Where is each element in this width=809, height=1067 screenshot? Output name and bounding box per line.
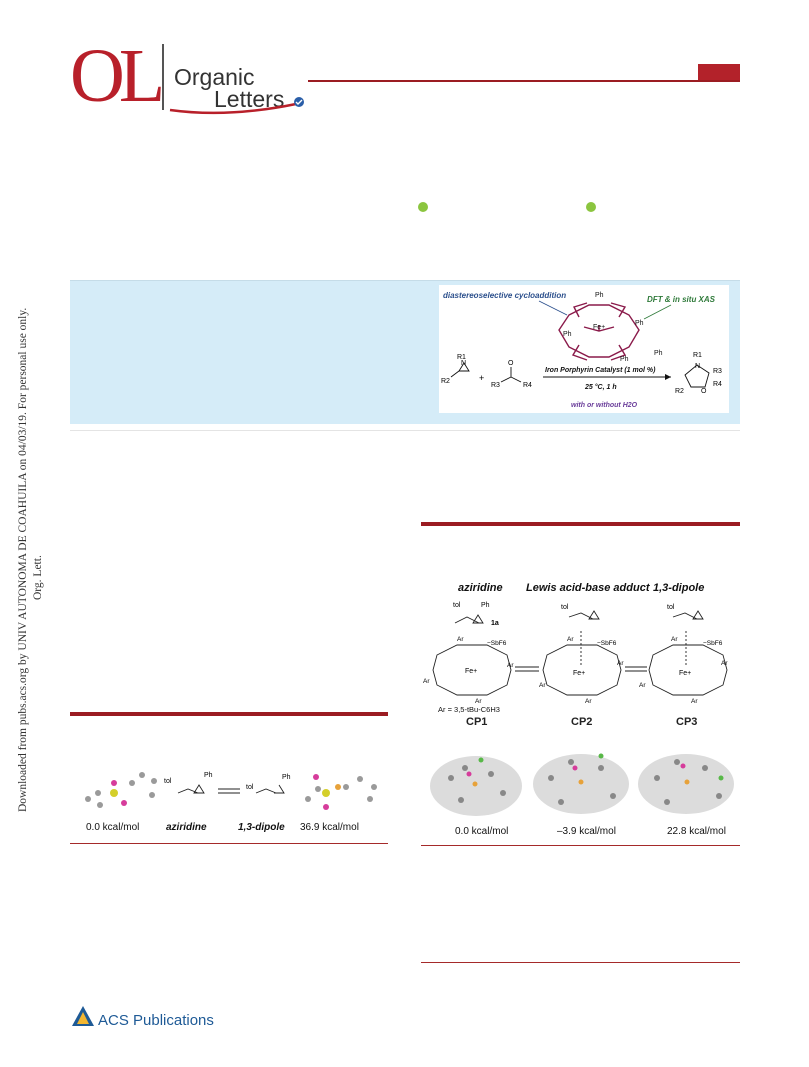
toc-label-right: DFT & in situ XAS — [647, 295, 716, 304]
header-rule — [308, 80, 740, 82]
porphyrin-icon — [558, 302, 640, 361]
product-n: N — [695, 363, 700, 370]
abstract-divider — [70, 430, 740, 431]
fig2-bottom-rule — [421, 845, 740, 846]
fig2-tol-3: tol — [667, 604, 675, 611]
header-tab — [698, 64, 740, 80]
fig2-label-cp3: CP3 — [676, 716, 698, 728]
right-section-rule — [421, 522, 740, 526]
product-r2: R2 — [675, 388, 684, 395]
fig2-heading-aziridine: aziridine — [458, 582, 503, 594]
fig1-ph-2: Ph — [282, 774, 291, 781]
fig2-ar-1d: Ar — [475, 698, 482, 705]
journal-name-line1: Organic — [174, 64, 255, 90]
fig2-counterion-3: −SbF6 — [703, 640, 723, 647]
fig2-ar-definition: Ar = 3,5-tBu-C6H3 — [438, 705, 500, 714]
fig1-label-dipole: 1,3-dipole — [238, 822, 285, 833]
sidebar-citation: Org. Lett. — [32, 555, 44, 600]
fig1-tol-1: tol — [164, 778, 172, 785]
logo-swoosh-icon — [169, 97, 304, 115]
fig2-label-cp2: CP2 — [571, 716, 593, 728]
acs-logo-icon — [72, 1006, 94, 1026]
porphyrin-ph-top: Ph — [595, 292, 604, 299]
aziridine-r1: R1 — [457, 354, 466, 361]
porphyrin-fe: Fe+ — [593, 324, 605, 331]
condition-water: with or without H2O — [571, 402, 638, 409]
journal-name-line2: Letters — [214, 86, 285, 112]
fig2-ar-3d: Ar — [691, 698, 698, 705]
fig1-left-structure-icon — [110, 789, 118, 797]
fig2-ar-2a: Ar — [567, 636, 574, 643]
fig1-bottom-rule — [70, 843, 388, 844]
fig2-tol-2: tol — [561, 604, 569, 611]
fig2-ph-1: Ph — [481, 602, 490, 609]
product-r4: R4 — [713, 381, 722, 388]
fig2-3d-structures — [430, 753, 734, 816]
fig2-ar-3c: Ar — [721, 660, 728, 667]
fig1-tol-2: tol — [246, 784, 254, 791]
fig2-energy-cp2: –3.9 kcal/mol — [557, 826, 616, 837]
right-bottom-rule — [421, 962, 740, 963]
fig2-compound-1a: 1a — [491, 620, 499, 627]
fig2-heading-adduct: Lewis acid-base adduct — [526, 582, 650, 594]
aziridine-n: N — [461, 360, 466, 367]
logo-divider — [162, 44, 164, 110]
toc-graphic — [439, 285, 729, 413]
fig2-heading-dipole: 1,3-dipole — [653, 582, 705, 594]
orcid-icon[interactable] — [586, 202, 596, 212]
fig1-label-aziridine: aziridine — [166, 822, 207, 833]
fig2-scheme: tol Ph 1a tol tol Fe+ Fe+ Fe+ −SbF6 −SbF… — [423, 602, 728, 705]
fig2-ar-3b: Ar — [639, 682, 646, 689]
fig2-ar-1a: Ar — [457, 636, 464, 643]
fig2-fe-2: Fe+ — [573, 670, 585, 677]
fig1-right-structure-icon — [322, 789, 330, 797]
fig2-ar-1c: Ar — [507, 662, 514, 669]
fig1-energy-right: 36.9 kcal/mol — [300, 822, 359, 833]
journal-logo-initials: OL — [70, 34, 165, 118]
fig2-fe-1: Fe+ — [465, 668, 477, 675]
fig2-ar-1b: Ar — [423, 678, 430, 685]
toc-scheme: diastereoselective cycloaddition DFT & i… — [441, 291, 722, 409]
carbonyl-r3: R3 — [491, 382, 500, 389]
fig1-energy-left: 0.0 kcal/mol — [86, 822, 140, 833]
fig2-ar-3a: Ar — [671, 636, 678, 643]
porphyrin-ph-right: Ph — [635, 320, 644, 327]
fig2-ar-2b: Ar — [539, 682, 546, 689]
download-sidebar: Downloaded from pubs.acs.org by UNIV AUT… — [17, 308, 44, 812]
product-r3: R3 — [713, 368, 722, 375]
fig1-ph-1: Ph — [204, 772, 213, 779]
fig2-ar-2c: Ar — [617, 660, 624, 667]
fig2-energy-cp1: 0.0 kcal/mol — [455, 826, 509, 837]
fig1-scheme: tol Ph tol Ph — [85, 772, 377, 810]
porphyrin-ph-left: Ph — [563, 331, 572, 338]
porphyrin-ph-rightlow: Ph — [654, 350, 663, 357]
left-section-rule — [70, 712, 388, 716]
fig2-energy-cp3: 22.8 kcal/mol — [667, 826, 726, 837]
product-r1: R1 — [693, 352, 702, 359]
fig2-label-cp1: CP1 — [466, 716, 488, 728]
fig2-counterion-2: −SbF6 — [597, 640, 617, 647]
fig2-fe-3: Fe+ — [679, 670, 691, 677]
fig2-counterion-1: −SbF6 — [487, 640, 507, 647]
orcid-icon[interactable] — [418, 202, 428, 212]
aziridine-r2: R2 — [441, 378, 450, 385]
plus-sign: + — [479, 373, 484, 383]
porphyrin-ph-bottom: Ph — [620, 356, 629, 363]
toc-label-left: diastereoselective cycloaddition — [443, 291, 566, 300]
fig2-ar-2d: Ar — [585, 698, 592, 705]
condition-catalyst: Iron Porphyrin Catalyst (1 mol %) — [545, 367, 656, 374]
fig2-tol-1: tol — [453, 602, 461, 609]
carbonyl-r4: R4 — [523, 382, 532, 389]
condition-temperature: 25 °C, 1 h — [584, 383, 617, 391]
carbonyl-o: O — [508, 360, 514, 367]
product-o: O — [701, 388, 707, 395]
footer-publisher: ACS Publications — [98, 1012, 214, 1029]
sidebar-download-note: Downloaded from pubs.acs.org by UNIV AUT… — [17, 308, 29, 812]
